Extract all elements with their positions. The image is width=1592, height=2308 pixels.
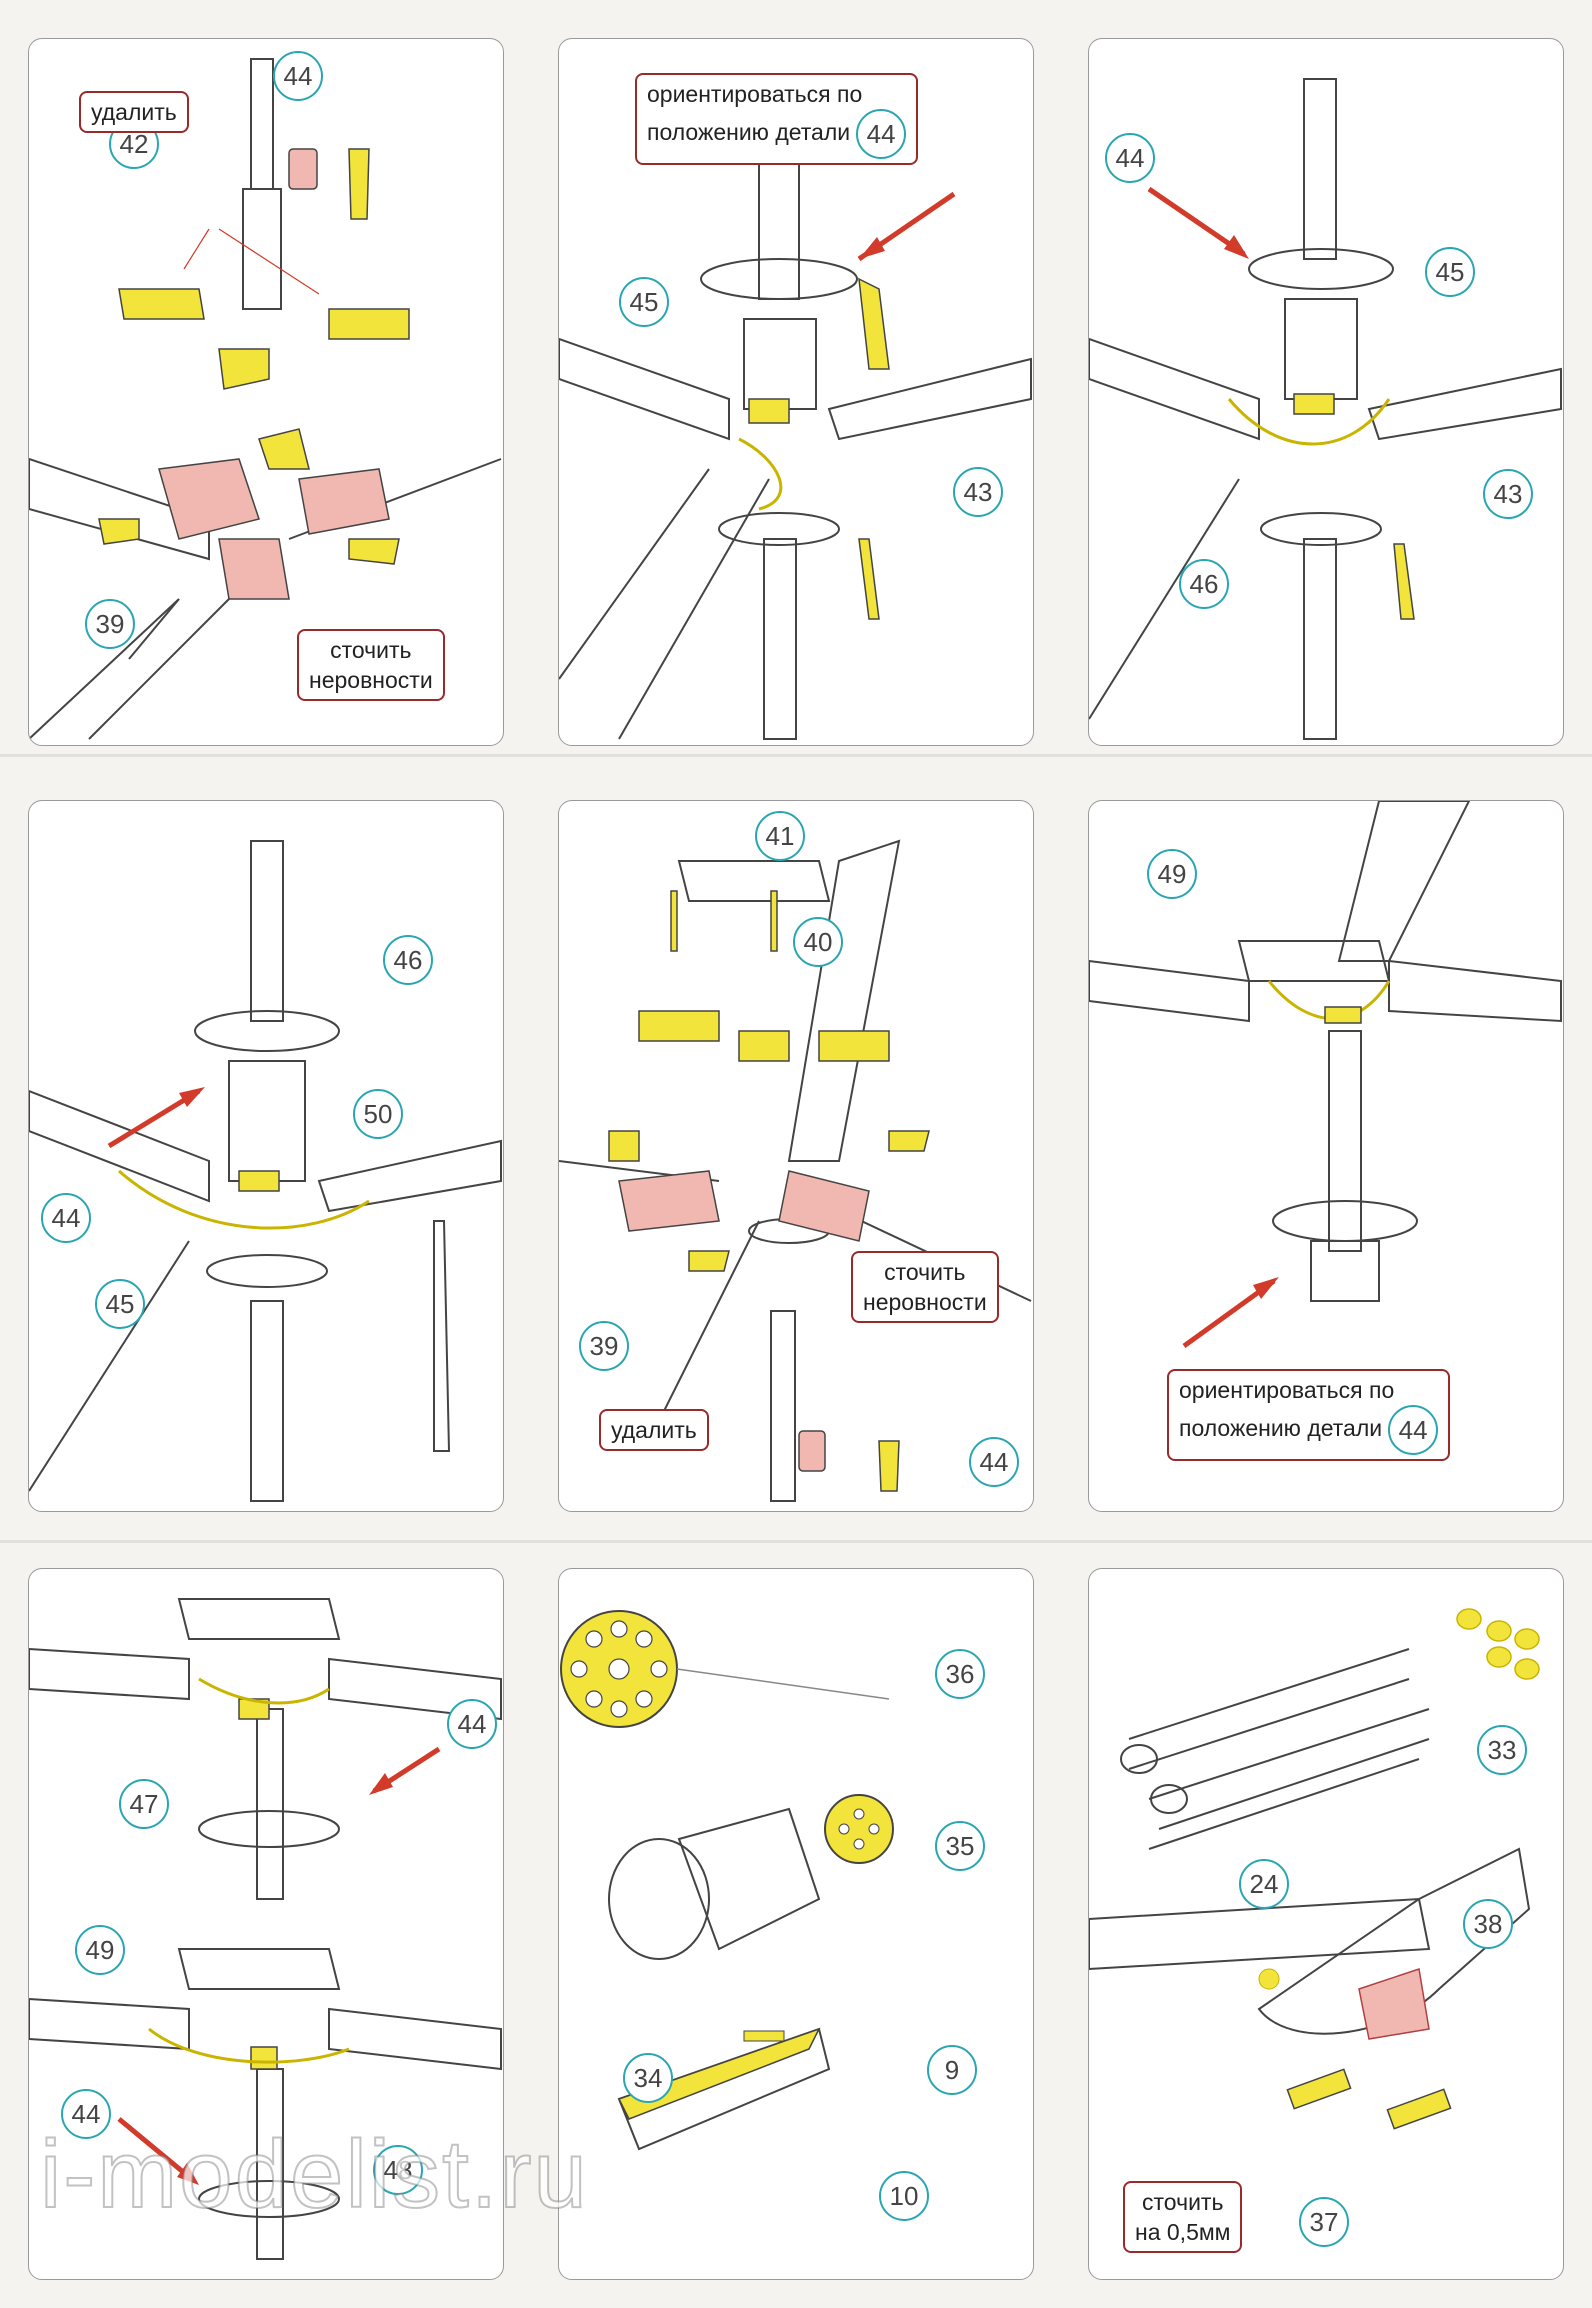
callout-number: 38 (1463, 1899, 1513, 1949)
callout-number: 44 (1388, 1405, 1439, 1455)
note-grind-line-1: сточить (884, 1259, 966, 1285)
callout-number: 33 (1477, 1725, 1527, 1775)
note-grind: сточить неровности (297, 629, 445, 701)
rotor-hub-diagram-7 (29, 1598, 502, 2260)
note-grind: сточить неровности (851, 1251, 999, 1323)
callout-number: 46 (383, 935, 433, 985)
callout-number: 44 (856, 109, 907, 159)
callout-number: 39 (579, 1321, 629, 1371)
callout-number: 9 (927, 2045, 977, 2095)
callout-number: 37 (1299, 2197, 1349, 2247)
note-grind-line-2: неровности (863, 1289, 987, 1315)
rotor-hub-diagram-4 (29, 840, 502, 1502)
callout-number: 44 (1105, 133, 1155, 183)
launcher-and-tail-diagram (1089, 1608, 1540, 2130)
callout-number: 48 (373, 2145, 423, 2195)
callout-number: 24 (1239, 1859, 1289, 1909)
callout-number: 46 (1179, 559, 1229, 609)
watermark: i-modelist.ru (39, 2120, 589, 2229)
callout-number: 45 (619, 277, 669, 327)
callout-number: 35 (935, 1821, 985, 1871)
note-remove: удалить (79, 91, 189, 133)
note-orient-line-2: положению детали (1179, 1415, 1383, 1442)
rocket-pod-diagram (560, 1610, 894, 2151)
panel-8: 36 35 34 9 10 (558, 1568, 1034, 2280)
sheet-fold-line (0, 1540, 1592, 1543)
panel-5: 41 40 39 44 сточить неровности удалить (558, 800, 1034, 1512)
callout-number: 44 (273, 51, 323, 101)
callout-number: 10 (879, 2171, 929, 2221)
callout-number: 43 (1483, 469, 1533, 519)
rotor-hub-diagram-6 (1089, 801, 1562, 1349)
note-grind-line-2: неровности (309, 667, 433, 693)
note-orient-line-1: ориентироваться по (1179, 1377, 1395, 1403)
callout-number: 34 (623, 2053, 673, 2103)
callout-number: 45 (95, 1279, 145, 1329)
rotor-hub-diagram-5 (559, 839, 1032, 1502)
callout-number: 45 (1425, 247, 1475, 297)
callout-number: 43 (953, 467, 1003, 517)
note-grind-mm-line-2: на 0,5мм (1135, 2219, 1231, 2245)
callout-number: 44 (41, 1193, 91, 1243)
rotor-hub-diagram-2 (559, 158, 1032, 740)
callout-number: 49 (75, 1925, 125, 1975)
rotor-hub-diagram-3 (1089, 78, 1562, 740)
callout-number: 47 (119, 1779, 169, 1829)
note-grind-mm: сточить на 0,5мм (1123, 2181, 1243, 2253)
note-grind-mm-line-1: сточить (1142, 2189, 1224, 2215)
callout-number: 44 (61, 2089, 111, 2139)
callout-number: 44 (447, 1699, 497, 1749)
panel-3: 44 45 43 46 (1088, 38, 1564, 746)
callout-number: 41 (755, 811, 805, 861)
note-grind-line-1: сточить (330, 637, 412, 663)
rotor-hub-diagram-1 (29, 58, 502, 740)
panel-4: 46 50 44 45 (28, 800, 504, 1512)
panel-7: 44 47 49 44 48 (28, 1568, 504, 2280)
panel-9: 33 24 38 37 сточить на 0,5мм (1088, 1568, 1564, 2280)
callout-number: 44 (969, 1437, 1019, 1487)
panel-1: 44 42 39 удалить сточить неровности (28, 38, 504, 746)
callout-number: 40 (793, 917, 843, 967)
callout-number: 49 (1147, 849, 1197, 899)
callout-number: 36 (935, 1649, 985, 1699)
callout-number: 39 (85, 599, 135, 649)
note-orient-line-2: положению детали (647, 119, 851, 146)
note-remove: удалить (599, 1409, 709, 1451)
callout-number: 50 (353, 1089, 403, 1139)
sheet-fold-line (0, 754, 1592, 757)
note-orient-line-1: ориентироваться по (647, 81, 863, 107)
